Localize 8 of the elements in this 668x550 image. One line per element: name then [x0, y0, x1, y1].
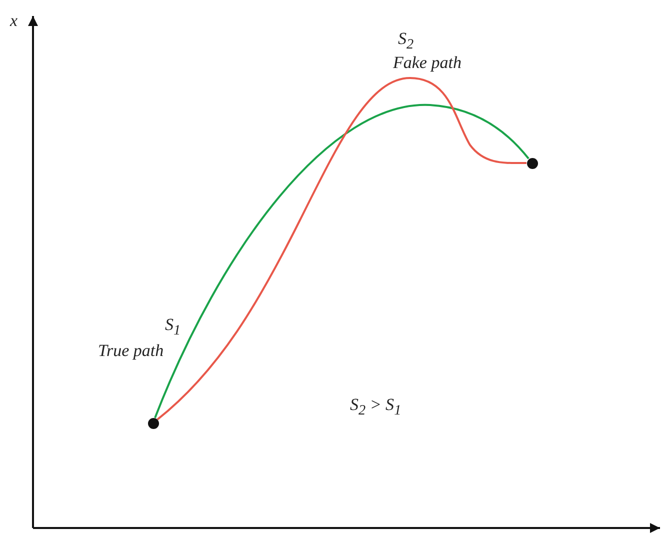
- point-dot: [526, 158, 538, 168]
- path-label: Fake path: [393, 54, 462, 71]
- path-label: S$_{1}$: [165, 316, 181, 338]
- inequality-label: S$_{2}$ > S$_{1}$: [350, 396, 402, 418]
- axis-label: x: [10, 12, 18, 29]
- path-label: S$_{2}$: [398, 30, 414, 52]
- path-label: True path: [98, 342, 164, 359]
- point-dot: [148, 418, 158, 428]
